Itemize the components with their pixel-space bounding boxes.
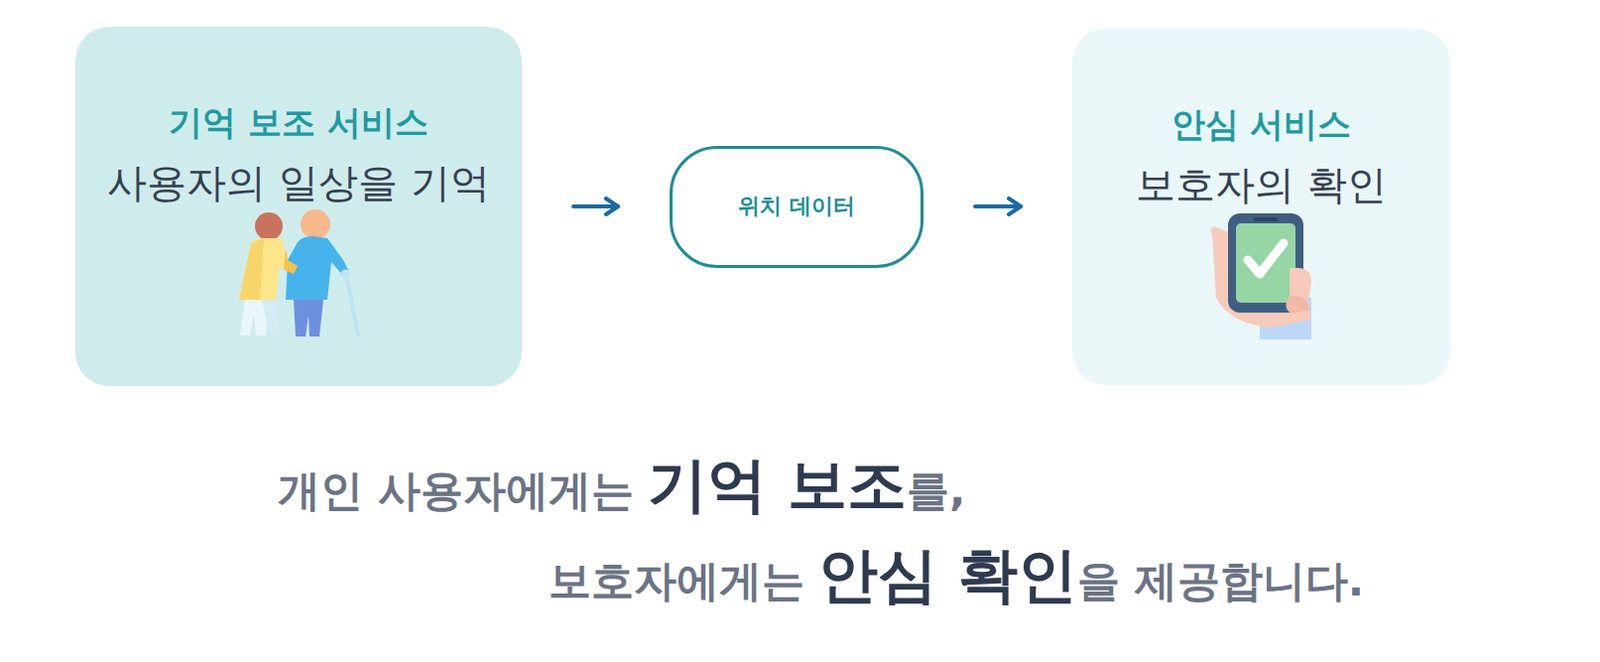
node-text: 사용자의 일상을 기억 [107,158,490,207]
phone-check-icon [1210,213,1312,340]
summary-line: 보호자에게는안심 확인을 제공합니다. [548,538,1364,611]
elderly-couple-icon [239,209,359,337]
flow-arrow [573,204,618,209]
emphasis-text: 안심 확인 [818,538,1078,611]
service-heading: 안심 서비스 [1171,104,1353,145]
service-heading: 기억 보조 서비스 [168,102,429,143]
summary-line: 개인 사용자에게는기억 보조를, [277,448,966,520]
emphasis-text: 기억 보조 [647,448,907,520]
service-box: 안심 서비스보호자의 확인 [1072,28,1451,385]
flow-arrow [975,204,1021,209]
node-text: 보호자의 확인 [1135,160,1387,209]
summary-text: 을 제공합니다. [1077,555,1364,608]
service-box: 기억 보조 서비스사용자의 일상을 기억 [75,26,522,386]
summary-text: 개인 사용자에게는 [277,465,634,517]
node-text: 위치 데이터 [738,193,856,220]
summary-text: 보호자에게는 [548,555,805,608]
data-pill: 위치 데이터 [669,145,924,268]
summary-text: 를, [906,465,966,517]
